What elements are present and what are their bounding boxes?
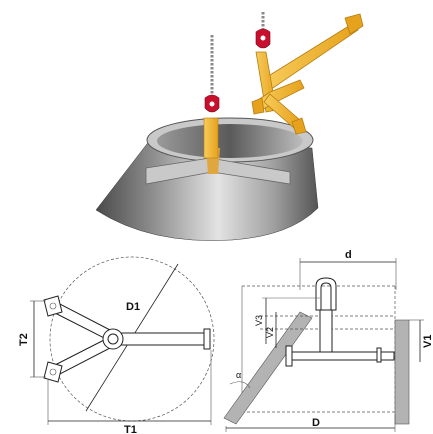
right-lifting-hook	[255, 28, 271, 49]
D-dimension: D	[225, 414, 396, 432]
v1-label: V1	[422, 335, 433, 348]
alpha-angle: α	[229, 370, 251, 389]
angled-pipe-wall	[223, 311, 313, 425]
side-plate	[394, 319, 410, 425]
pipe-illustration	[95, 12, 364, 241]
left-lifting-hook	[204, 94, 220, 113]
v3-dimension: V3	[254, 297, 320, 344]
t1-label: T1	[124, 424, 137, 434]
d1-label: D1	[126, 301, 140, 313]
d-dimension: d	[299, 249, 397, 290]
pipe-opening	[157, 124, 303, 158]
v2-label: V2	[265, 327, 275, 338]
y-clamp-plan	[43, 295, 211, 383]
clamp-side-body	[285, 277, 395, 367]
d-label: d	[345, 249, 352, 261]
v3-label: V3	[254, 315, 264, 326]
pipe-circle-dashed	[49, 256, 215, 422]
t1-dimension: T1	[47, 350, 212, 434]
alpha-label: α	[236, 370, 241, 380]
v2-dimension: V2	[265, 312, 277, 348]
side-view-drawing: d V3 V2 V1 α D	[223, 249, 433, 432]
t2-label: T2	[18, 333, 30, 346]
D-label: D	[312, 417, 320, 429]
yellow-y-clamp	[251, 13, 364, 135]
top-view-drawing: D1 T2	[18, 256, 215, 434]
v1-dimension: V1	[409, 319, 433, 362]
pipe-body	[95, 139, 319, 241]
t2-dimension: T2	[18, 300, 46, 378]
clamp-in-pipe	[203, 117, 219, 159]
